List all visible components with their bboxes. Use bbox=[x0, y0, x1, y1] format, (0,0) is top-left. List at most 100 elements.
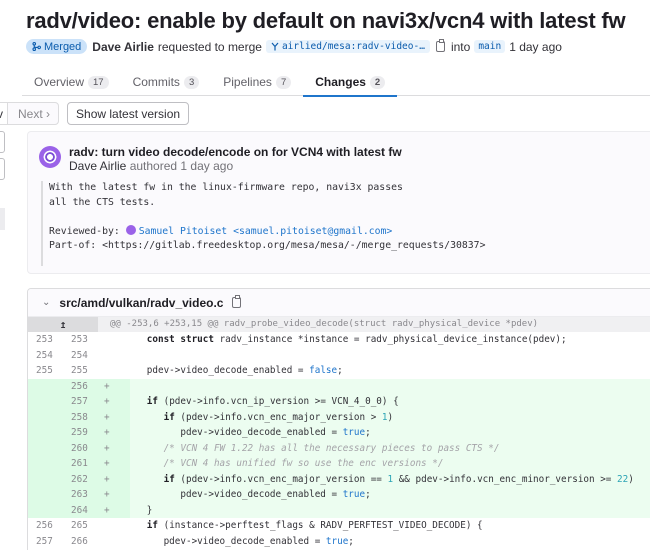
new-line-number[interactable]: 259 bbox=[63, 425, 98, 441]
code-text: pdev->video_decode_enabled = true; bbox=[130, 535, 354, 547]
source-branch[interactable]: airlied/mesa:radv-video-… bbox=[265, 40, 430, 53]
target-branch[interactable]: main bbox=[474, 40, 506, 53]
expand-up-icon[interactable]: ↥ bbox=[28, 317, 98, 332]
old-line-number[interactable] bbox=[28, 440, 63, 456]
old-line-number[interactable] bbox=[28, 502, 63, 518]
tab-count: 7 bbox=[275, 75, 292, 89]
commit-message: With the latest fw in the linux-firmware… bbox=[41, 181, 485, 266]
old-line-number[interactable] bbox=[28, 425, 63, 441]
copy-icon[interactable] bbox=[435, 39, 445, 52]
diff-sign: + bbox=[98, 471, 130, 487]
old-line-number[interactable] bbox=[28, 487, 63, 503]
commit-navigation: v Next › Show latest version bbox=[0, 102, 190, 125]
diff-file-header[interactable]: ⌄ src/amd/vulkan/radv_video.c bbox=[28, 289, 650, 317]
code-text: if (pdev->info.vcn_enc_major_version > 1… bbox=[163, 411, 394, 423]
status-badge: Merged bbox=[26, 39, 88, 54]
old-line-number[interactable] bbox=[28, 378, 63, 394]
new-line-number[interactable]: 262 bbox=[63, 471, 98, 487]
hunk-header-text: @@ -253,6 +253,15 @@ radv_probe_video_de… bbox=[98, 317, 650, 332]
next-button[interactable]: Next › bbox=[7, 102, 60, 125]
new-line-number[interactable]: 258 bbox=[63, 409, 98, 425]
diff-sign bbox=[98, 332, 130, 348]
diff-sign bbox=[98, 348, 130, 364]
tab-changes[interactable]: Changes 2 bbox=[303, 68, 398, 97]
diff-sign: + bbox=[98, 502, 130, 518]
diff-sign: + bbox=[98, 409, 130, 425]
code-text: pdev->video_decode_enabled = true; bbox=[130, 489, 371, 500]
author-link[interactable]: Dave Airlie bbox=[92, 39, 154, 54]
new-line-number[interactable]: 264 bbox=[63, 502, 98, 518]
old-line-number[interactable]: 253 bbox=[36, 334, 53, 345]
new-line-number[interactable]: 260 bbox=[63, 440, 98, 456]
new-line-number[interactable]: 257 bbox=[63, 394, 98, 410]
commit-title[interactable]: radv: turn video decode/encode on for VC… bbox=[69, 145, 402, 159]
diff-sign: + bbox=[98, 394, 130, 410]
tab-pipelines[interactable]: Pipelines 7 bbox=[211, 68, 303, 96]
tab-count: 3 bbox=[183, 75, 200, 89]
diff-sign bbox=[98, 518, 130, 534]
sidebar-control[interactable] bbox=[0, 158, 5, 180]
diff-line: 257 266 pdev->video_decode_enabled = true… bbox=[28, 534, 650, 550]
code-text: if (pdev->info.vcn_enc_major_version == … bbox=[163, 473, 634, 485]
requested-text: requested to merge bbox=[157, 39, 262, 54]
diff-line-added: 264+ } bbox=[28, 502, 650, 518]
reviewer-link[interactable]: Samuel Pitoiset bbox=[138, 225, 228, 237]
code-comment: /* VCN 4 FW 1.22 has all the necessary p… bbox=[130, 442, 500, 454]
mr-meta: Merged Dave Airlie requested to merge ai… bbox=[26, 39, 562, 54]
commit-author[interactable]: Dave Airlie bbox=[69, 159, 127, 173]
diff-line-added: 263+ pdev->video_decode_enabled = true; bbox=[28, 487, 650, 503]
old-line-number[interactable] bbox=[28, 456, 63, 472]
new-line-number[interactable]: 265 bbox=[71, 520, 88, 531]
show-latest-version-button[interactable]: Show latest version bbox=[67, 102, 190, 125]
diff-line-added: 262+ if (pdev->info.vcn_enc_major_versio… bbox=[28, 471, 650, 487]
diff-sign: + bbox=[98, 425, 130, 441]
old-line-number[interactable]: 257 bbox=[36, 535, 53, 547]
page-title: radv/video: enable by default on navi3x/… bbox=[26, 8, 626, 33]
old-line-number[interactable]: 256 bbox=[36, 520, 53, 531]
code-text: if (instance->perftest_flags & RADV_PERF… bbox=[146, 520, 483, 531]
new-line-number[interactable]: 263 bbox=[63, 487, 98, 503]
sidebar-control[interactable] bbox=[0, 131, 5, 153]
new-line-number[interactable]: 253 bbox=[71, 334, 88, 345]
diff-sign: + bbox=[98, 487, 130, 503]
tab-count: 2 bbox=[369, 75, 386, 89]
diff-line: 254 254 bbox=[28, 348, 650, 364]
sidebar-file-item[interactable] bbox=[0, 208, 5, 230]
new-line-number[interactable]: 254 bbox=[71, 349, 88, 361]
chevron-down-icon[interactable]: ⌄ bbox=[42, 297, 51, 308]
part-of-line: Part-of: <https://gitlab.freedesktop.org… bbox=[49, 240, 486, 251]
commit-info-card: radv: turn video decode/encode on for VC… bbox=[27, 131, 650, 274]
file-path[interactable]: src/amd/vulkan/radv_video.c bbox=[59, 295, 224, 310]
diff-line-added: 261+ /* VCN 4 has unified fw so use the … bbox=[28, 456, 650, 472]
hunk-header: ↥ @@ -253,6 +253,15 @@ radv_probe_video_… bbox=[28, 317, 650, 332]
status-badge-label: Merged bbox=[44, 40, 82, 53]
new-line-number[interactable]: 261 bbox=[63, 456, 98, 472]
diff-line-added: 256+ bbox=[28, 378, 650, 394]
prev-button[interactable]: v bbox=[0, 102, 7, 125]
old-line-number[interactable]: 255 bbox=[36, 365, 53, 376]
old-line-number[interactable]: 254 bbox=[36, 349, 53, 361]
code-text: const struct radv_instance *instance = r… bbox=[146, 334, 567, 345]
tab-label: Changes bbox=[315, 75, 366, 89]
new-line-number[interactable]: 256 bbox=[63, 378, 98, 394]
into-text: into bbox=[450, 39, 471, 54]
tab-overview[interactable]: Overview 17 bbox=[22, 68, 121, 96]
copy-path-icon[interactable] bbox=[232, 295, 242, 308]
diff-line: 253 253 const struct radv_instance *insta… bbox=[28, 332, 650, 348]
code-text: pdev->video_decode_enabled = true; bbox=[130, 427, 371, 438]
old-line-number[interactable] bbox=[28, 394, 63, 410]
old-line-number[interactable] bbox=[28, 409, 63, 425]
branch-icon bbox=[271, 42, 279, 51]
diff-sign: + bbox=[98, 440, 130, 456]
reviewer-email-link[interactable]: <samuel.pitoiset@gmail.com> bbox=[233, 225, 393, 237]
tab-label: Pipelines bbox=[223, 75, 272, 89]
code-text: if (pdev->info.vcn_ip_version >= VCN_4_0… bbox=[146, 396, 399, 407]
new-line-number[interactable]: 255 bbox=[71, 365, 88, 376]
commit-body-line: all the CTS tests. bbox=[49, 196, 156, 208]
diff-line-added: 260+ /* VCN 4 FW 1.22 has all the necess… bbox=[28, 440, 650, 456]
new-line-number[interactable]: 266 bbox=[71, 535, 88, 547]
old-line-number[interactable] bbox=[28, 471, 63, 487]
tab-commits[interactable]: Commits 3 bbox=[121, 68, 212, 96]
diff-line-added: 259+ pdev->video_decode_enabled = true; bbox=[28, 425, 650, 441]
